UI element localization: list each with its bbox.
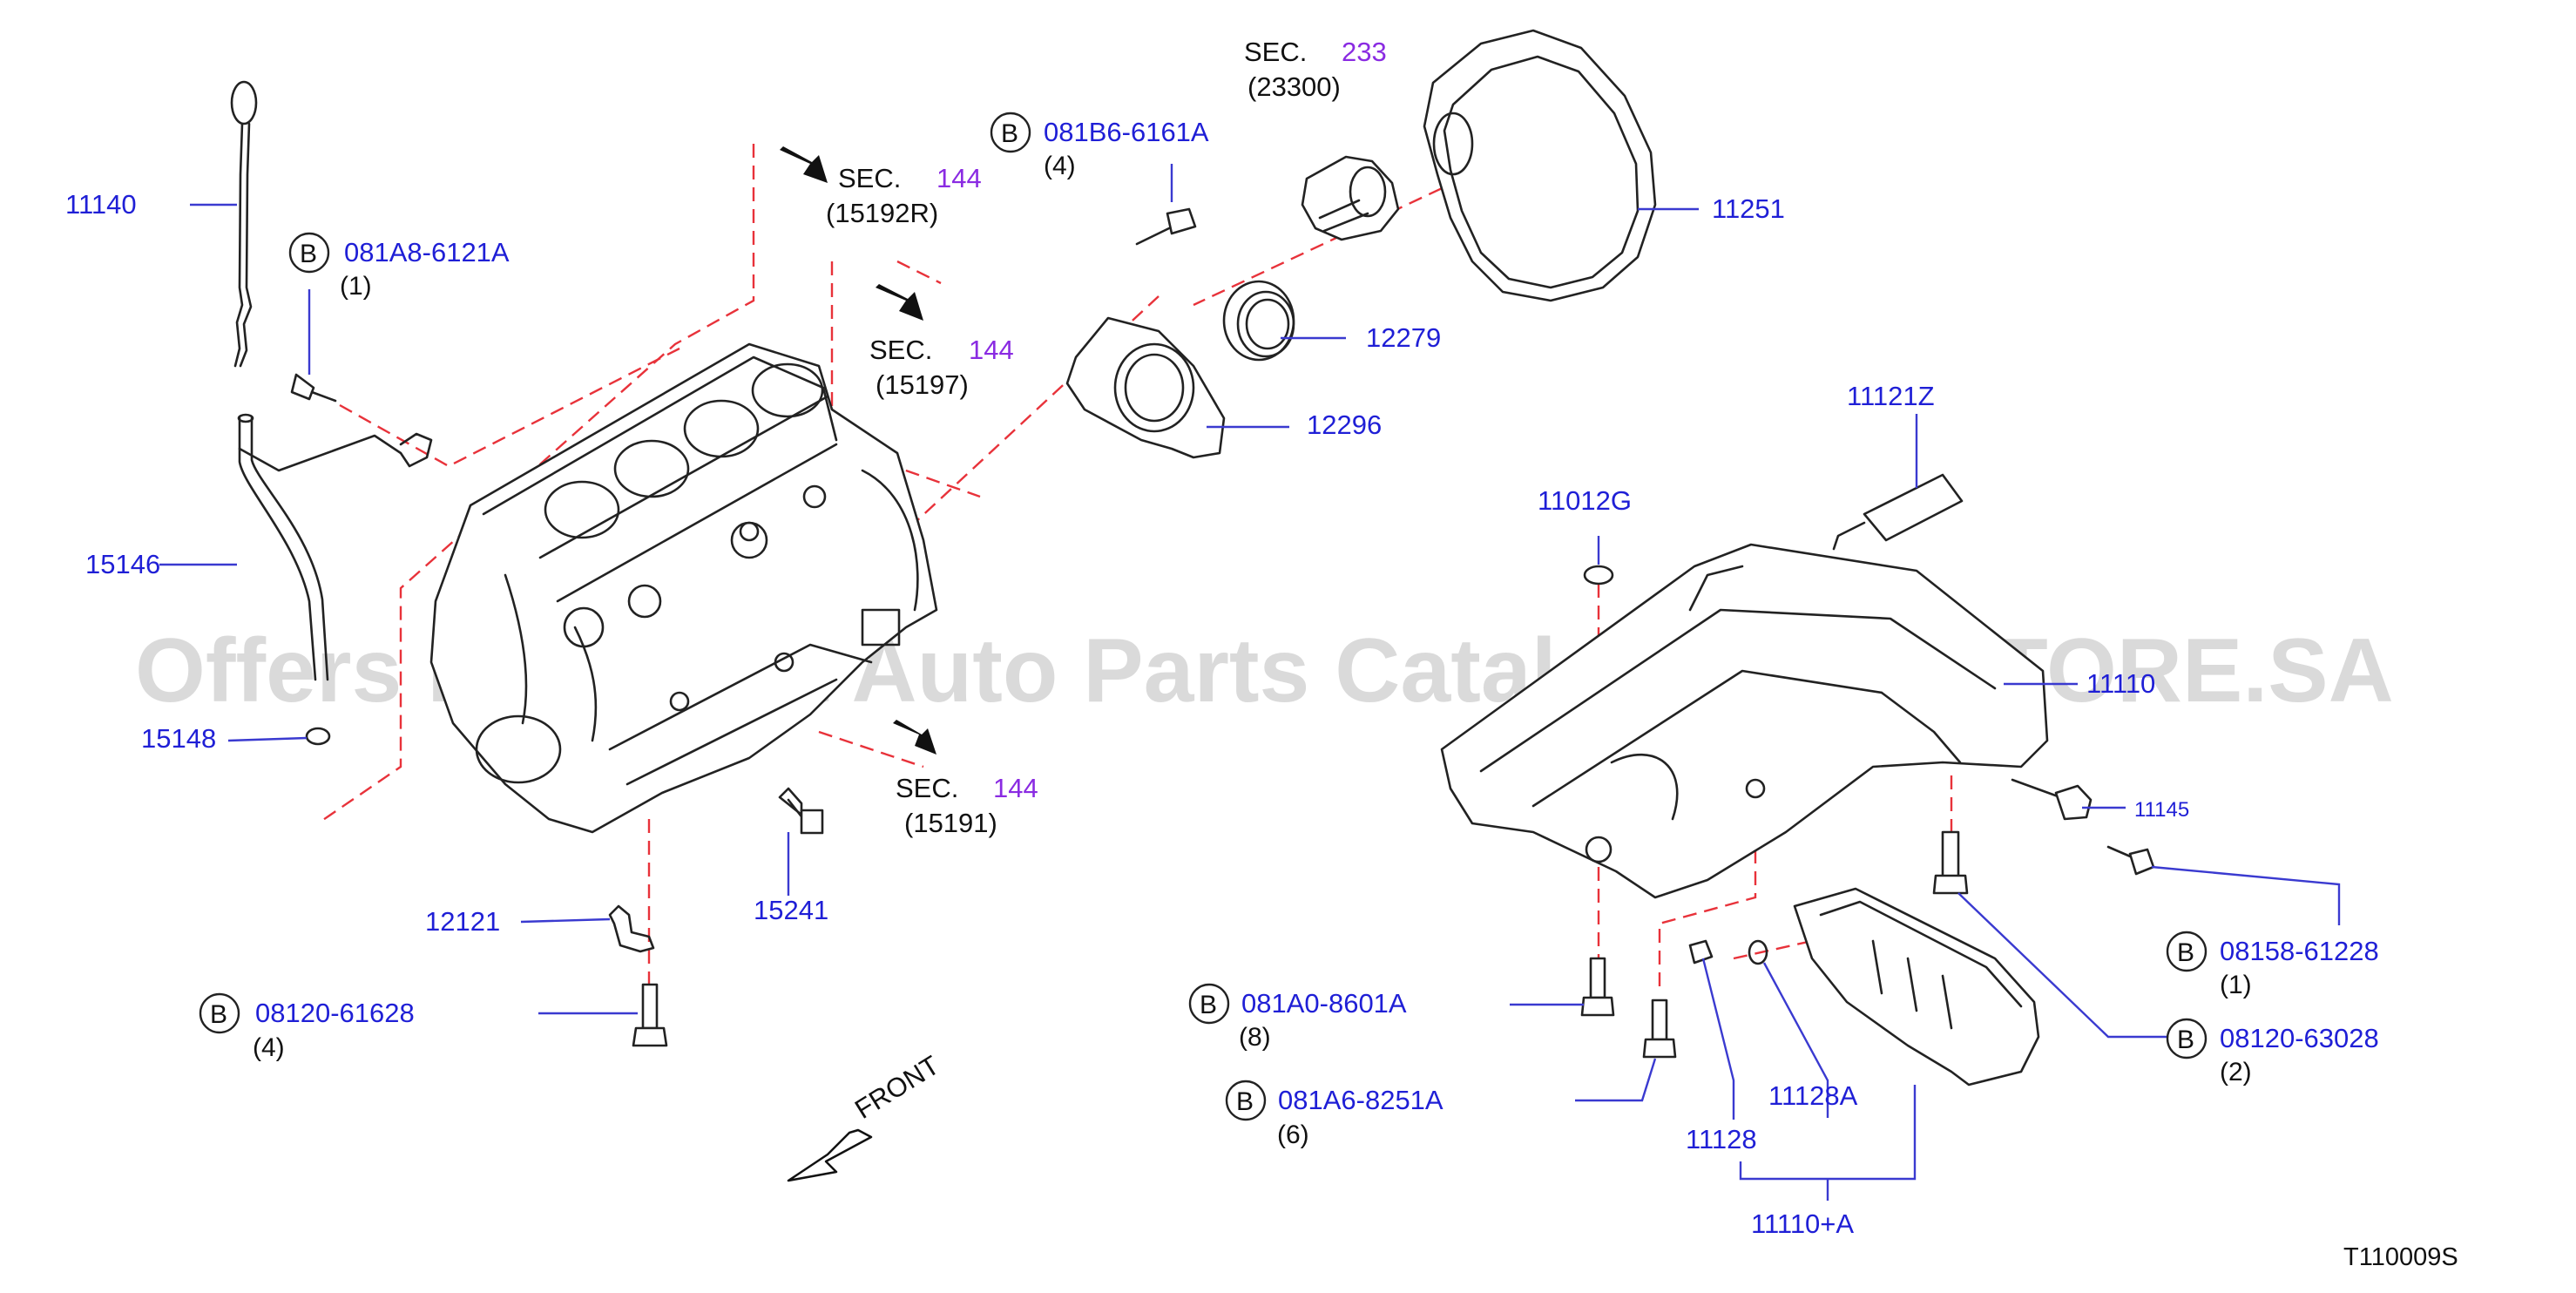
label-12279: 12279 — [1366, 322, 1441, 353]
bolt-part-number: 08120-63028 — [2220, 1023, 2379, 1053]
drain-plug[interactable] — [1688, 939, 1714, 965]
label-15241: 15241 — [754, 895, 828, 925]
sec-code: (23300) — [1247, 71, 1341, 102]
sec-code: (15197) — [876, 369, 969, 400]
cylinder-block[interactable] — [429, 342, 938, 834]
label-11128a: 11128A — [1768, 1080, 1858, 1111]
sec-code: (15191) — [904, 808, 997, 838]
callout-08120-63028: B 08120-63028 (2) — [2166, 1018, 2379, 1087]
bolt-qty: (1) — [340, 272, 372, 301]
sec-number: 144 — [936, 163, 982, 193]
label-15146: 15146 — [85, 549, 160, 579]
label-12121: 12121 — [425, 906, 500, 937]
callout-081a6-8251a: B 081A6-8251A (6) — [1225, 1080, 1444, 1149]
bolt-marker-letter: B — [2177, 938, 2194, 967]
bolt-part-number: 081A8-6121A — [344, 237, 510, 267]
label-11145: 11145 — [2134, 798, 2189, 822]
bolt-08120-61628[interactable] — [632, 983, 668, 1047]
sec-number: 144 — [993, 773, 1038, 803]
bolt-marker-letter: B — [2177, 1026, 2194, 1054]
label-15148: 15148 — [141, 723, 216, 754]
bolt-qty: (8) — [1239, 1023, 1271, 1052]
bolt-081b6[interactable] — [1135, 207, 1197, 246]
bolt-part-number: 081B6-6161A — [1044, 117, 1209, 147]
label-11251: 11251 — [1712, 193, 1785, 224]
drain-plug-washer[interactable] — [1748, 939, 1768, 965]
bolt-081a6-8251a[interactable] — [1642, 999, 1677, 1059]
sec-prefix: SEC. — [869, 335, 932, 365]
bolt-part-number: 08158-61228 — [2220, 936, 2379, 966]
sec-ref-15197[interactable]: SEC. 144 (15197) — [869, 335, 1014, 400]
diagram-code: T110009S — [2343, 1243, 2458, 1271]
label-11140: 11140 — [65, 189, 137, 220]
starter-motor[interactable] — [1301, 155, 1400, 241]
label-11121z: 11121Z — [1847, 381, 1935, 411]
dipstick-guide[interactable] — [237, 413, 433, 681]
bolt-marker-icon — [990, 112, 1031, 153]
bolt-marker-letter: B — [210, 1000, 227, 1029]
sec-code: (15192R) — [826, 198, 938, 228]
bolt-marker-icon — [1188, 983, 1230, 1025]
sec-ref-15192r[interactable]: SEC. 144 (15192R) — [826, 163, 982, 228]
bolt-part-number: 08120-61628 — [255, 998, 415, 1028]
oil-strainer[interactable] — [1832, 473, 1964, 551]
label-11012g: 11012G — [1538, 485, 1632, 516]
bolt-part-number: 081A6-8251A — [1278, 1085, 1444, 1115]
callout-08120-61628: B 08120-61628 (4) — [199, 992, 415, 1062]
leader-lines — [159, 164, 2341, 1201]
callout-081a0-8601a: B 081A0-8601A (8) — [1188, 983, 1407, 1052]
upper-oil-pan[interactable] — [1440, 543, 2049, 899]
callout-081a8-6121a: B 081A8-6121A (1) — [288, 232, 510, 301]
bolt-marker-icon — [1225, 1080, 1267, 1121]
bolt-marker-letter: B — [300, 240, 317, 268]
sec-arrow-15197 — [876, 284, 923, 321]
sec-ref-23300[interactable]: SEC. 233 (23300) — [1244, 37, 1387, 102]
label-11110: 11110 — [2086, 668, 2155, 699]
sec-number: 144 — [969, 335, 1014, 365]
bolt-08158-61228[interactable] — [2106, 845, 2155, 876]
sec-prefix: SEC. — [1244, 37, 1307, 67]
bolt-marker-icon — [199, 992, 240, 1034]
front-arrow-icon — [787, 1128, 873, 1182]
bolt-081a8[interactable] — [290, 373, 337, 403]
bolt-marker-letter: B — [1001, 119, 1018, 148]
callout-08158-61228: B 08158-61228 (1) — [2166, 931, 2379, 999]
label-11128: 11128 — [1686, 1124, 1757, 1154]
sec-prefix: SEC. — [838, 163, 901, 193]
bolt-15241[interactable] — [778, 787, 824, 835]
label-11110a: 11110+A — [1751, 1208, 1854, 1239]
bolt-marker-icon — [288, 232, 330, 274]
sec-number: 233 — [1342, 37, 1387, 67]
sec-arrow-15191 — [893, 720, 936, 755]
bolt-marker-icon — [2166, 931, 2208, 972]
front-label: FRONT — [849, 1050, 944, 1125]
oil-seal[interactable] — [1222, 280, 1295, 362]
sec-prefix: SEC. — [896, 773, 958, 803]
rear-plate[interactable] — [1423, 29, 1657, 302]
lower-oil-pan[interactable] — [1793, 887, 2040, 1087]
gasket-11012g[interactable] — [1583, 565, 1614, 586]
bolt-qty: (2) — [2220, 1058, 2252, 1087]
label-12296: 12296 — [1307, 410, 1382, 440]
oil-level-sensor[interactable] — [2011, 778, 2093, 821]
callout-081b6-6161a: B 081B6-6161A (4) — [990, 112, 1209, 180]
sec-arrow-15192r — [780, 146, 828, 183]
bolt-081a0-8601a[interactable] — [1580, 957, 1615, 1017]
bolt-part-number: 081A0-8601A — [1241, 988, 1407, 1019]
bolt-qty: (4) — [1044, 152, 1076, 180]
bracket-12121[interactable] — [608, 904, 655, 953]
rear-oil-seal-retainer[interactable] — [1065, 316, 1226, 459]
dipstick[interactable] — [230, 80, 258, 368]
bolt-08120-63028[interactable] — [1932, 830, 1969, 895]
o-ring[interactable] — [305, 727, 331, 746]
bolt-qty: (1) — [2220, 971, 2252, 999]
bolt-marker-letter: B — [1200, 991, 1217, 1019]
bolt-qty: (4) — [253, 1033, 285, 1062]
bolt-qty: (6) — [1277, 1120, 1309, 1149]
bolt-marker-letter: B — [1236, 1087, 1254, 1116]
bolt-marker-icon — [2166, 1018, 2208, 1059]
sec-ref-15191[interactable]: SEC. 144 (15191) — [896, 773, 1038, 838]
